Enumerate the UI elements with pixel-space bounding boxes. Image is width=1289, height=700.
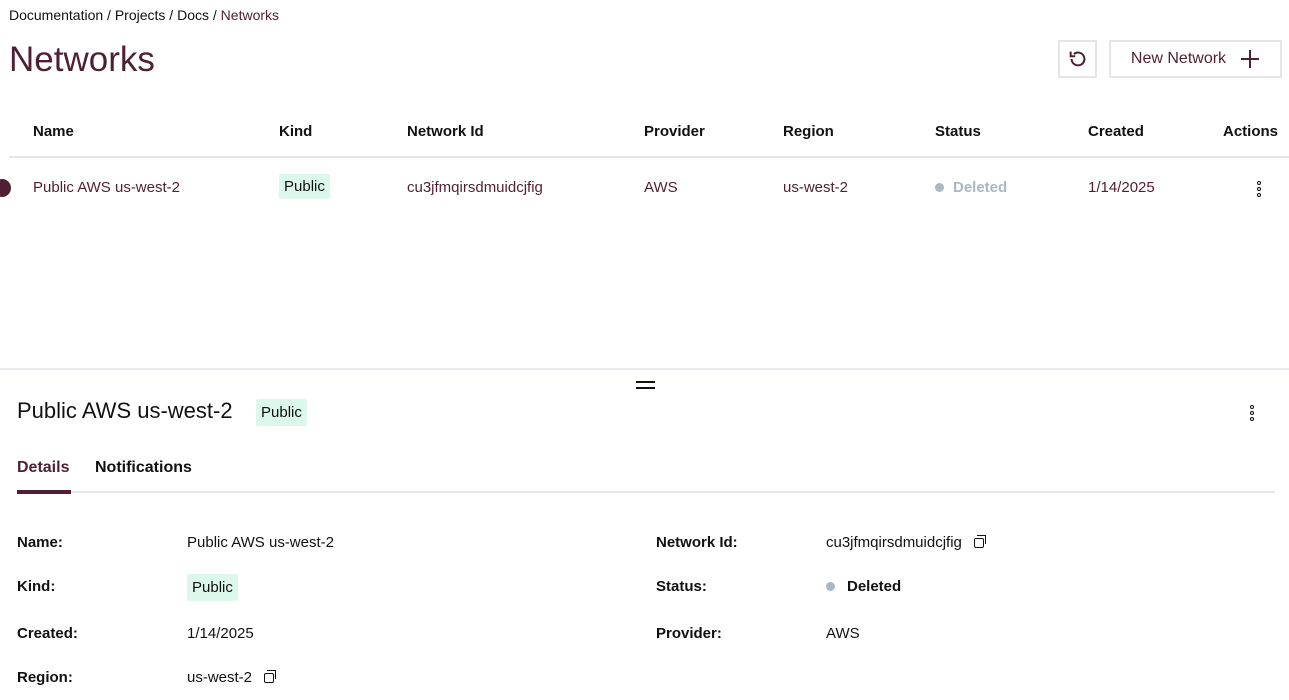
provider-label: Provider: bbox=[656, 625, 722, 642]
created-label: Created: bbox=[17, 625, 78, 642]
breadcrumb-separator: / bbox=[209, 7, 221, 23]
header-divider bbox=[9, 156, 1289, 158]
network-id-label: Network Id: bbox=[656, 534, 738, 551]
resize-handle-icon[interactable] bbox=[636, 381, 655, 389]
network-id-value: cu3jfmqirsdmuidcjfig bbox=[826, 534, 986, 551]
detail-actions-menu-icon[interactable] bbox=[1250, 405, 1254, 421]
column-header-actions: Actions bbox=[1223, 123, 1279, 140]
column-header-network-id[interactable]: Network Id bbox=[407, 123, 484, 140]
row-region: us-west-2 bbox=[783, 179, 849, 196]
status-dot-icon bbox=[935, 183, 944, 192]
column-header-name[interactable]: Name bbox=[33, 123, 74, 140]
kind-value-badge: Public bbox=[187, 574, 238, 601]
selected-row-indicator bbox=[0, 179, 19, 197]
status-badge: Deleted bbox=[935, 179, 1007, 196]
row-network-id: cu3jfmqirsdmuidcjfig bbox=[407, 179, 543, 196]
row-created: 1/14/2025 bbox=[1088, 179, 1155, 196]
refresh-icon bbox=[1069, 51, 1085, 67]
network-id-text: cu3jfmqirsdmuidcjfig bbox=[826, 534, 962, 551]
panel-divider bbox=[0, 368, 1289, 370]
breadcrumb-projects[interactable]: Projects bbox=[114, 7, 166, 23]
column-header-region[interactable]: Region bbox=[783, 123, 834, 140]
column-header-created[interactable]: Created bbox=[1088, 123, 1144, 140]
name-label: Name: bbox=[17, 534, 63, 551]
active-tab-indicator bbox=[17, 490, 71, 494]
detail-kind-badge: Public bbox=[256, 399, 307, 426]
status-text: Deleted bbox=[847, 578, 902, 595]
copy-icon[interactable] bbox=[973, 534, 986, 548]
region-label: Region: bbox=[17, 669, 73, 686]
column-header-provider[interactable]: Provider bbox=[644, 123, 705, 140]
new-network-label: New Network bbox=[1130, 50, 1227, 67]
row-actions-menu-icon[interactable] bbox=[1257, 181, 1261, 197]
breadcrumb-separator: / bbox=[165, 7, 178, 23]
breadcrumb-separator: / bbox=[103, 7, 115, 23]
copy-icon[interactable] bbox=[264, 669, 277, 683]
column-header-kind[interactable]: Kind bbox=[279, 123, 313, 140]
column-header-status[interactable]: Status bbox=[935, 123, 981, 140]
status-value: Deleted bbox=[826, 578, 901, 595]
region-text: us-west-2 bbox=[187, 669, 253, 686]
created-value: 1/14/2025 bbox=[187, 625, 254, 642]
region-value: us-west-2 bbox=[187, 669, 277, 686]
tab-notifications[interactable]: Notifications bbox=[95, 459, 192, 476]
provider-value: AWS bbox=[826, 625, 860, 642]
kind-badge: Public bbox=[279, 174, 330, 199]
row-name[interactable]: Public AWS us-west-2 bbox=[33, 179, 180, 196]
kind-label: Kind: bbox=[17, 578, 56, 595]
breadcrumb: Documentation / Projects / Docs / Networ… bbox=[9, 7, 279, 23]
tab-details[interactable]: Details bbox=[17, 459, 70, 476]
plus-icon bbox=[1241, 50, 1260, 68]
breadcrumb-docs[interactable]: Docs bbox=[177, 7, 209, 23]
status-label: Status: bbox=[656, 578, 707, 595]
tab-divider bbox=[17, 491, 1275, 493]
detail-title: Public AWS us-west-2 bbox=[17, 398, 233, 423]
breadcrumb-current: Networks bbox=[220, 7, 280, 23]
page-title: Networks bbox=[9, 40, 155, 79]
status-text: Deleted bbox=[953, 179, 1008, 196]
new-network-button[interactable]: New Network bbox=[1109, 40, 1282, 78]
status-dot-icon bbox=[826, 582, 835, 591]
row-provider: AWS bbox=[644, 179, 678, 196]
refresh-button[interactable] bbox=[1058, 40, 1097, 78]
name-value: Public AWS us-west-2 bbox=[187, 534, 334, 551]
breadcrumb-documentation[interactable]: Documentation bbox=[9, 7, 104, 23]
